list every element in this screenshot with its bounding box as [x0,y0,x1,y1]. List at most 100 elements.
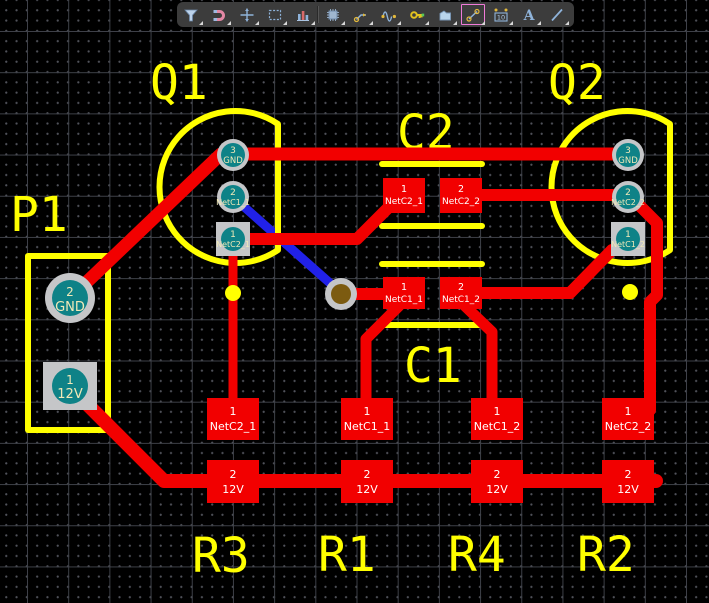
pad-net-label: NetC2_2 [611,198,645,207]
trace-netc2-1-horizontal[interactable] [227,202,394,245]
pad-c1-2[interactable] [440,277,482,309]
toolbar-button-align[interactable] [289,2,317,27]
designator-r3[interactable]: R3 [192,528,250,584]
toolbar-button-magnet-snap[interactable] [205,2,233,27]
pad-r3-1[interactable] [207,398,259,440]
designator-r2[interactable]: R2 [577,527,635,583]
toolbar-button-tune[interactable] [375,2,403,27]
pad-number: 2 [364,468,371,481]
pad-number: 1 [625,230,631,240]
pad-r4-2[interactable] [471,460,523,503]
component-c2: 1 NetC2_1 2 NetC2_2 [383,178,482,213]
designator-r1[interactable]: R1 [318,527,376,583]
pad-net-label: GND [55,300,85,315]
via-netc2-1[interactable] [225,285,241,301]
svg-text:A: A [523,8,536,23]
designator-r4[interactable]: R4 [448,527,506,583]
pad-r4-1[interactable] [471,398,523,440]
designator-p1[interactable]: P1 [10,187,68,243]
toolbar-button-keepout[interactable] [403,2,431,27]
pad-net-label: NetC2_2 [442,197,480,207]
pad-net-label: NetC1_2 [474,420,521,433]
component-r4: 1 NetC1_2 2 12V [471,398,523,503]
pad-number: 1 [401,184,407,195]
designator-q2[interactable]: Q2 [548,55,606,111]
pad-number: 2 [458,184,464,195]
designator-c1[interactable]: C1 [404,338,462,394]
component-r1: 1 NetC1_1 2 12V [341,398,393,503]
pad-net-label: NetC1_1 [216,198,250,207]
pad-number: 1 [494,405,501,418]
filter-icon [184,9,198,21]
dimension-icon: 10 [494,8,508,21]
pad-r3-2[interactable] [207,460,259,503]
svg-text:10: 10 [497,13,505,21]
pad-c1-1[interactable] [383,277,425,309]
pad-r1-2[interactable] [341,460,393,503]
pad-net-label: NetC1_2 [611,240,645,249]
route-icon [353,12,366,22]
polygon-icon [439,9,451,20]
pad-number: 2 [230,188,236,198]
key-icon [410,10,425,19]
toolbar-button-move[interactable] [233,2,261,27]
pad-r2-2[interactable] [602,460,654,503]
pad-net-label: NetC1_1 [344,420,391,433]
pad-number: 1 [401,282,407,293]
designator-q1[interactable]: Q1 [150,55,208,111]
pad-net-label: GND [223,156,243,166]
trace-netc1-2-down[interactable] [459,300,498,418]
meander-icon [381,10,396,22]
p1-outline[interactable] [25,253,111,433]
pad-c2-2[interactable] [440,178,482,213]
pad-number: 2 [230,468,237,481]
trace-gnd[interactable] [63,147,639,305]
pad-number: 2 [66,285,74,299]
pad-number: 1 [66,373,74,387]
toolbar-button-interactive-routing[interactable] [347,2,375,27]
pad-net-label: NetC1_1 [385,295,423,305]
magnet-icon [213,9,225,21]
pad-net-label: NetC2_1 [210,420,257,433]
pad-r1-1[interactable] [341,398,393,440]
component-q2: 3 GND 2 NetC2_2 1 NetC1_2 [611,139,645,256]
pad-number: 2 [625,468,632,481]
pad-number: 2 [458,282,464,293]
pad-net-label: 12V [486,483,508,496]
toolbar-button-select-area[interactable] [261,2,289,27]
toolbar-button-component[interactable] [319,2,347,27]
trace-netc1-1-down[interactable] [360,300,405,418]
toolbar-button-dimension[interactable]: 10 [487,2,515,27]
free-pad-hole [331,284,351,304]
align-bars-icon [297,10,309,21]
pad-r2-1[interactable] [602,398,654,440]
pad-number: 1 [230,405,237,418]
toolbar-button-place-track[interactable] [459,2,487,27]
pad-number: 1 [625,405,632,418]
pad-net-label: 12V [222,483,244,496]
toolbar-divider [317,6,319,23]
text-tool-icon: A [523,8,536,23]
toolbar-button-text[interactable]: A [515,2,543,27]
pad-number: 3 [625,146,631,156]
via-netc2-2[interactable] [622,284,638,300]
pad-net-label: NetC2_1 [216,240,250,249]
toolbar: 10 A [177,2,574,27]
toolbar-button-polygon[interactable] [431,2,459,27]
toolbar-button-filter[interactable] [177,2,205,27]
toolbar-button-line[interactable] [543,2,571,27]
pad-net-label: NetC1_2 [442,295,480,305]
trace-netc2-2-down[interactable] [626,192,663,416]
track-segment-icon [466,8,480,22]
component-r2: 1 NetC2_2 2 12V [602,398,654,503]
component-r3: 1 NetC2_1 2 12V [207,398,259,503]
pad-c2-1[interactable] [383,178,425,213]
component-c1: 1 NetC1_1 2 NetC1_2 [383,277,482,309]
trace-netc1-2-horizontal[interactable] [474,244,618,299]
pad-net-label: NetC2_2 [605,420,652,433]
component-p1: 2 GND 1 12V [43,273,97,410]
pad-number: 1 [364,405,371,418]
pad-number: 3 [230,146,236,156]
